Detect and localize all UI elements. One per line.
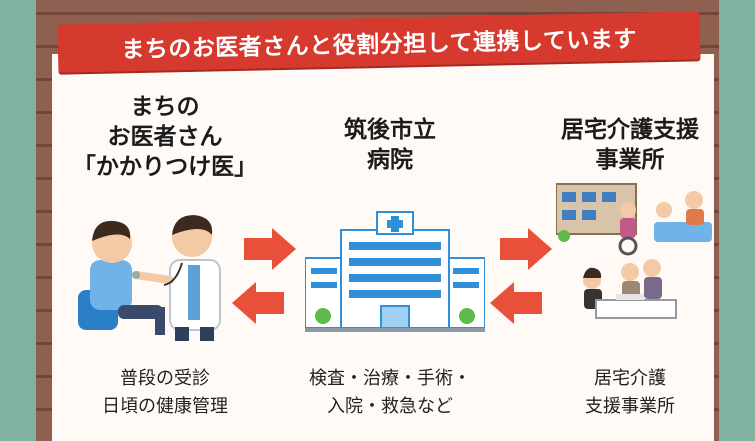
arrow-right-to-hospital: [244, 228, 296, 270]
clinic-heading: まちの お医者さん 「かかりつけ医」: [60, 92, 270, 182]
clinic-heading-line-1: まちの: [130, 94, 200, 120]
hospital-building-illustration: [305, 211, 485, 332]
banner-title: まちのお医者さんと役割分担して連携しています: [121, 26, 638, 64]
hospital-heading-line-2: 病院: [367, 147, 413, 173]
left-wall-strip: [0, 0, 36, 441]
hospital-caption-line-2: 入院・救急など: [327, 396, 453, 417]
clinic-caption-line-1: 普段の受診: [120, 368, 210, 389]
clinic-caption-line-2: 日頃の健康管理: [102, 396, 228, 417]
doctor-patient-illustration: [78, 215, 221, 341]
arrow-left-to-hospital: [490, 282, 542, 324]
care-office-caption-line-2: 支援事業所: [585, 396, 675, 417]
arrow-left-to-clinic: [232, 282, 284, 324]
care-office-heading: 居宅介護支援 事業所: [540, 115, 720, 175]
clinic-heading-line-2: お医者さん: [107, 124, 223, 150]
care-office-caption: 居宅介護 支援事業所: [540, 365, 720, 421]
care-office-illustration: [556, 183, 712, 319]
clinic-heading-line-3: 「かかりつけ医」: [72, 154, 258, 180]
care-office-caption-line-1: 居宅介護: [594, 368, 666, 389]
hospital-heading: 筑後市立 病院: [300, 115, 480, 175]
hospital-caption: 検査・治療・手術・ 入院・救急など: [290, 365, 490, 421]
hospital-caption-line-1: 検査・治療・手術・: [309, 368, 471, 389]
hospital-heading-line-1: 筑後市立: [344, 117, 436, 143]
clinic-caption: 普段の受診 日頃の健康管理: [60, 365, 270, 421]
arrow-right-to-care-office: [500, 228, 552, 270]
care-office-heading-line-2: 事業所: [595, 147, 665, 173]
care-office-heading-line-1: 居宅介護支援: [561, 117, 699, 143]
right-wall-strip: [719, 0, 755, 441]
